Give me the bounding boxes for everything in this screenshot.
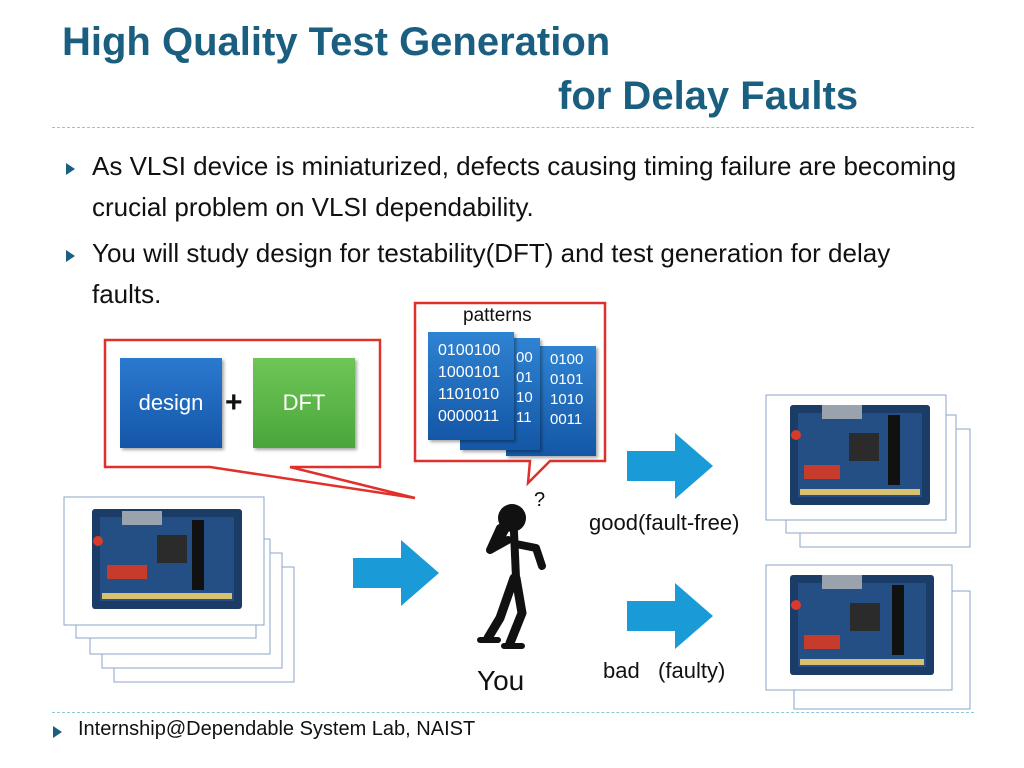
thinking-person-icon: ? <box>477 489 546 649</box>
pattern-line: 0101 <box>550 371 584 388</box>
pattern-line: 10 <box>516 389 533 406</box>
dft-box: DFT <box>253 358 355 448</box>
bullet-text-1: As VLSI device is miniaturized, defects … <box>92 151 957 222</box>
bad-label: bad (faulty) <box>603 658 725 684</box>
pattern-card-front: 0100100 1000101 1101010 0000011 <box>428 332 514 440</box>
pattern-line: 0000011 <box>438 408 500 425</box>
bullet-arrow-icon <box>66 250 75 262</box>
dft-label: DFT <box>282 390 326 415</box>
bad-label-text: bad (faulty) <box>603 658 726 683</box>
patterns-label: patterns <box>463 305 532 326</box>
footer-text: Internship@Dependable System Lab, NAIST <box>78 718 476 740</box>
pattern-line: 1000101 <box>438 364 501 381</box>
pattern-line: 1010 <box>550 391 584 408</box>
pattern-line: 0100 <box>550 351 584 368</box>
person-label: You <box>477 665 525 696</box>
bullet-text-2: You will study design for testability(DF… <box>92 238 891 309</box>
arrow-right-good-icon <box>627 433 713 499</box>
footer-arrow-icon <box>53 726 62 738</box>
slide-title-line2: for Delay Faults <box>558 74 859 118</box>
title-divider <box>52 127 974 128</box>
footer-divider <box>52 712 974 713</box>
pattern-line: 0100100 <box>438 342 501 359</box>
design-label: design <box>138 390 204 415</box>
pattern-line: 01 <box>516 369 533 386</box>
question-mark: ? <box>534 489 545 511</box>
design-box: design <box>120 358 222 448</box>
arrow-right-bad-icon <box>627 583 713 649</box>
board-stack-good <box>765 394 971 548</box>
pattern-line: 0011 <box>550 411 583 428</box>
bullet-arrow-icon <box>66 163 75 175</box>
board-stack-bad <box>765 564 971 710</box>
pattern-line: 00 <box>516 349 533 366</box>
slide-title-line1: High Quality Test Generation <box>62 20 611 64</box>
plus-sign: + <box>225 386 243 419</box>
board-stack-left <box>63 496 295 683</box>
pattern-line: 1101010 <box>438 386 500 403</box>
good-label: good(fault-free) <box>589 510 740 535</box>
arrow-right-icon <box>353 540 439 606</box>
pattern-line: 11 <box>516 409 532 426</box>
